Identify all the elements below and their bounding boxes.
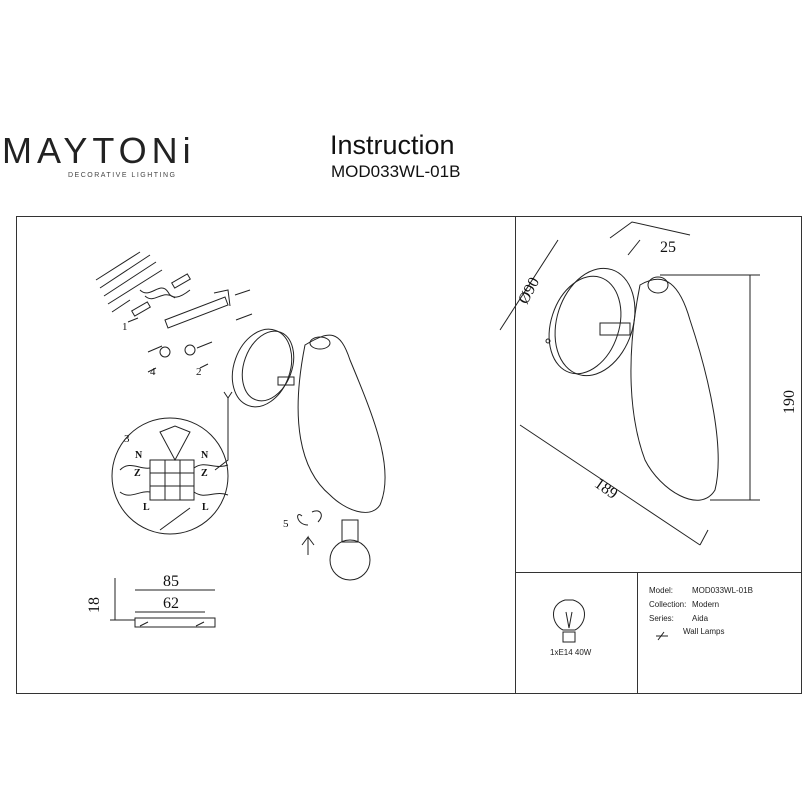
model-code: MOD033WL-01B [331, 162, 461, 181]
model-value: MOD033WL-01B [692, 586, 753, 595]
mount-dimension-drawing [110, 578, 216, 628]
brand-logo: MAYTONi [2, 130, 196, 171]
dim-90: Ø90 [515, 275, 543, 307]
screwdriver-icon [159, 507, 191, 531]
locking-ring [297, 514, 309, 526]
wall-hatch [95, 251, 163, 313]
lamp-base [231, 328, 293, 408]
frame-divider [515, 216, 516, 694]
step-4: 4 [150, 366, 156, 378]
up-arrow-icon [301, 535, 315, 555]
dim-62: 62 [163, 595, 179, 612]
series-value: Aida [692, 614, 709, 623]
spec-table [515, 572, 802, 694]
drawing-frame [16, 216, 802, 694]
bulb-spec-icon [553, 599, 585, 643]
lamp-arm [277, 376, 295, 386]
collection-label: Collection: [649, 600, 687, 609]
lamp-shade [297, 334, 386, 513]
warning-icon [159, 425, 191, 462]
dim-190: 190 [781, 390, 798, 414]
wire [139, 287, 191, 298]
wiring-detail [111, 417, 229, 535]
type-value: Wall Lamps [683, 627, 725, 636]
dim-189: 189 [591, 475, 620, 503]
wall-anchor [131, 273, 191, 317]
terminal-block [149, 459, 195, 501]
step-3: 3 [124, 433, 130, 445]
screw [234, 289, 253, 321]
terminal-n: N [201, 450, 209, 461]
brand-tagline: DECORATIVE LIGHTING [68, 172, 177, 179]
dim-18: 18 [86, 597, 103, 613]
terminal-z: Z [201, 468, 208, 479]
step-2: 2 [196, 366, 202, 378]
terminal-n: N [135, 450, 143, 461]
bulb-icon [329, 539, 371, 581]
bulb-spec: 1xE14 40W [550, 648, 592, 657]
page-title: Instruction [330, 130, 455, 160]
wire [144, 294, 176, 300]
series-label: Series: [649, 614, 674, 623]
step-5: 5 [283, 518, 289, 530]
mounting-bracket [164, 296, 229, 329]
spec-table-divider [637, 572, 638, 694]
wall-lamp-icon [656, 631, 668, 641]
terminal-l: L [143, 502, 150, 513]
terminal-l: L [202, 502, 209, 513]
nut [159, 346, 171, 358]
dim-25: 25 [660, 239, 676, 256]
dim-85: 85 [163, 573, 179, 590]
step-1: 1 [122, 321, 128, 333]
lamp-elevation [545, 267, 719, 501]
model-label: Model: [649, 586, 674, 595]
collection-value: Modern [692, 600, 720, 609]
terminal-z: Z [134, 468, 141, 479]
